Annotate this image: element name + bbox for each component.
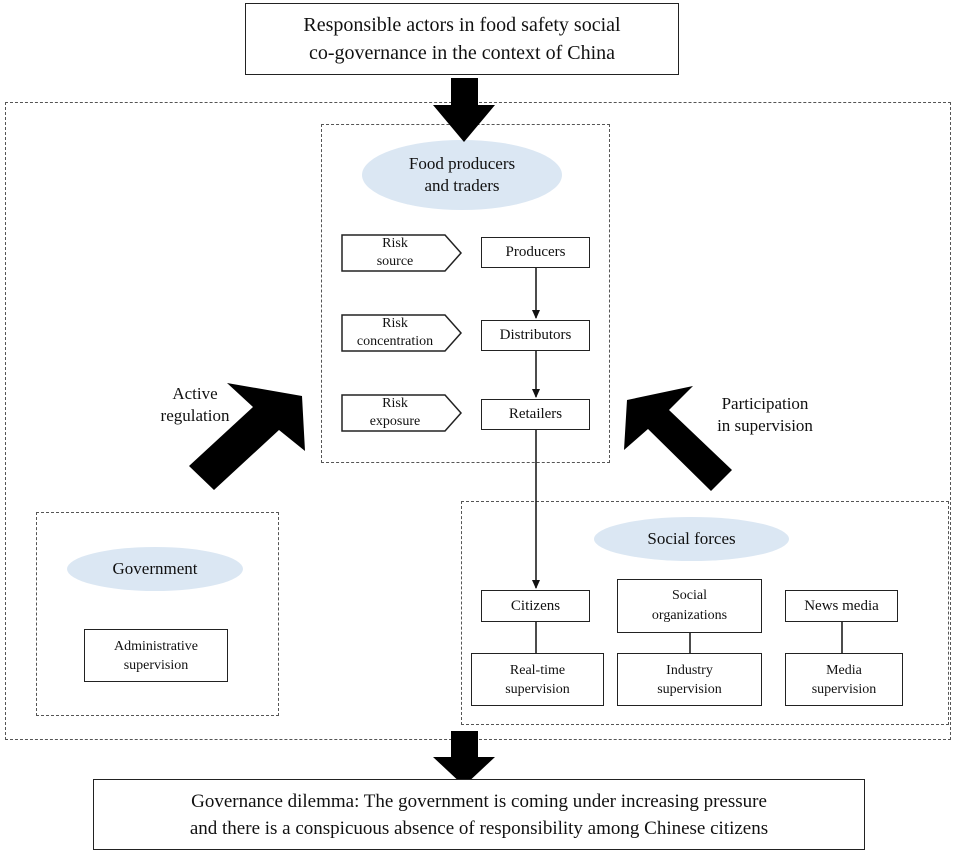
citizens-box: Citizens <box>481 590 590 622</box>
government-frame <box>36 512 279 716</box>
social-forces-frame <box>461 501 949 725</box>
risk-source-label: Risk source <box>342 235 448 271</box>
title-line-1: Responsible actors in food safety social <box>303 14 621 36</box>
media-supervision-box: Media supervision <box>785 653 903 706</box>
social-organizations-box: Social organizations <box>617 579 762 633</box>
admin-line-2: supervision <box>123 657 189 673</box>
government-heading: Government <box>67 547 243 591</box>
organizations-line-1: Social <box>672 588 707 603</box>
participation-label: Participation in supervision <box>690 393 840 437</box>
active-line-2: regulation <box>160 406 230 425</box>
media-line-2: supervision <box>811 681 877 697</box>
producers-box: Producers <box>481 237 590 268</box>
real-time-line-2: supervision <box>505 681 570 697</box>
media-line-1: Media <box>826 662 862 678</box>
risk-exposure-label: Risk exposure <box>342 395 448 431</box>
organizations-line-2: organizations <box>651 608 728 623</box>
participation-line-1: Participation <box>721 394 809 413</box>
risk-concentration-label: Risk concentration <box>342 315 448 351</box>
risk-exposure-line-1: Risk <box>382 396 408 411</box>
risk-source-line-1: Risk <box>382 236 408 251</box>
risk-source-line-2: source <box>376 254 414 269</box>
real-time-supervision-box: Real-time supervision <box>471 653 604 706</box>
food-heading-line-1: Food producers <box>408 154 516 173</box>
administrative-supervision-box: Administrative supervision <box>84 629 228 682</box>
risk-exposure-line-2: exposure <box>369 414 421 429</box>
food-heading-line-2: and traders <box>424 176 500 195</box>
retailers-box: Retailers <box>481 399 590 430</box>
title-line-2: co-governance in the context of China <box>309 42 615 64</box>
risk-concentration-line-2: concentration <box>356 334 434 349</box>
news-media-box: News media <box>785 590 898 622</box>
active-line-1: Active <box>172 384 218 403</box>
food-producers-heading: Food producers and traders <box>362 140 562 210</box>
real-time-line-1: Real-time <box>509 662 566 678</box>
admin-line-1: Administrative <box>114 638 198 654</box>
conclusion-box: Governance dilemma: The government is co… <box>93 779 865 850</box>
citizens-label: Citizens <box>510 597 561 614</box>
industry-line-2: supervision <box>657 681 722 697</box>
active-regulation-label: Active regulation <box>140 383 250 427</box>
participation-line-2: in supervision <box>717 416 813 435</box>
distributors-box: Distributors <box>481 320 590 351</box>
industry-supervision-box: Industry supervision <box>617 653 762 706</box>
conclusion-line-2: and there is a conspicuous absence of re… <box>189 817 769 839</box>
risk-concentration-line-1: Risk <box>382 316 408 331</box>
news-media-label: News media <box>804 597 879 614</box>
industry-line-1: Industry <box>666 662 713 678</box>
title-box: Responsible actors in food safety social… <box>245 3 679 75</box>
conclusion-line-1: Governance dilemma: The government is co… <box>191 790 767 812</box>
social-forces-heading: Social forces <box>594 517 789 561</box>
